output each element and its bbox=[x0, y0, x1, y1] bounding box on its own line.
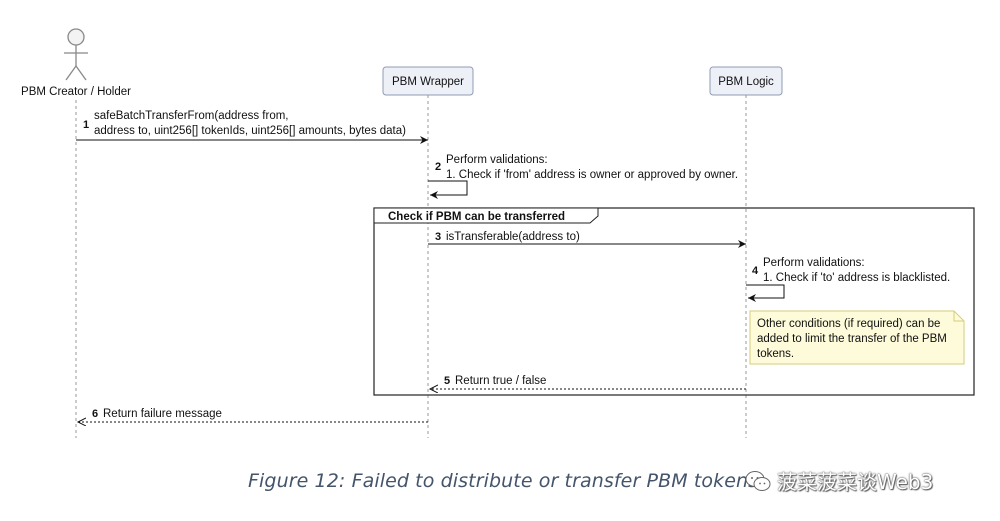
message-6: 6 Return failure message bbox=[78, 408, 428, 422]
message-4-line-2: 1. Check if 'to' address is blacklisted. bbox=[763, 272, 950, 284]
message-6-number: 6 bbox=[92, 408, 98, 420]
message-5: 5 Return true / false bbox=[430, 375, 746, 389]
watermark: 菠菜菠菜谈Web3 bbox=[745, 466, 933, 495]
frame-title: Check if PBM can be transferred bbox=[388, 211, 565, 223]
message-4-line-1: Perform validations: bbox=[763, 257, 865, 269]
actor-creator: PBM Creator / Holder bbox=[21, 28, 131, 98]
message-4-number: 4 bbox=[752, 265, 759, 277]
message-3-line-1: isTransferable(address to) bbox=[446, 231, 580, 243]
note-line-3: tokens. bbox=[757, 348, 794, 360]
message-1-line-2: address to, uint256[] tokenIds, uint256[… bbox=[94, 125, 406, 137]
participant-wrapper-label: PBM Wrapper bbox=[392, 76, 464, 88]
message-5-number: 5 bbox=[444, 375, 450, 387]
message-2-number: 2 bbox=[435, 161, 441, 173]
note-line-2: added to limit the transfer of the PBM bbox=[757, 333, 947, 345]
message-3-number: 3 bbox=[435, 231, 441, 243]
actor-creator-label: PBM Creator / Holder bbox=[21, 86, 131, 98]
frame-transfer-check: Check if PBM can be transferred bbox=[373, 207, 975, 396]
message-2-line-2: 1. Check if 'from' address is owner or a… bbox=[446, 169, 738, 181]
message-2-line-1: Perform validations: bbox=[446, 154, 548, 166]
message-6-line-1: Return failure message bbox=[103, 408, 222, 420]
participant-logic-label: PBM Logic bbox=[718, 76, 774, 88]
message-1: 1 safeBatchTransferFrom(address from, ad… bbox=[76, 110, 428, 144]
figure-caption: Figure 12: Failed to distribute or trans… bbox=[248, 470, 759, 492]
note: Other conditions (if required) can be ad… bbox=[749, 310, 965, 365]
note-line-1: Other conditions (if required) can be bbox=[757, 318, 940, 330]
message-1-line-1: safeBatchTransferFrom(address from, bbox=[94, 110, 289, 122]
message-3: 3 isTransferable(address to) bbox=[428, 231, 746, 248]
message-5-line-1: Return true / false bbox=[455, 375, 546, 387]
wechat-icon bbox=[745, 470, 771, 491]
message-4: 4 Perform validations: 1. Check if 'to' … bbox=[746, 257, 950, 302]
participant-logic: PBM Logic bbox=[709, 66, 783, 96]
stick-figure-icon bbox=[64, 28, 88, 81]
message-1-number: 1 bbox=[83, 119, 89, 131]
participant-wrapper: PBM Wrapper bbox=[382, 66, 474, 96]
watermark-text: 菠菜菠菜谈Web3 bbox=[777, 470, 934, 494]
message-2: 2 Perform validations: 1. Check if 'from… bbox=[428, 154, 738, 199]
